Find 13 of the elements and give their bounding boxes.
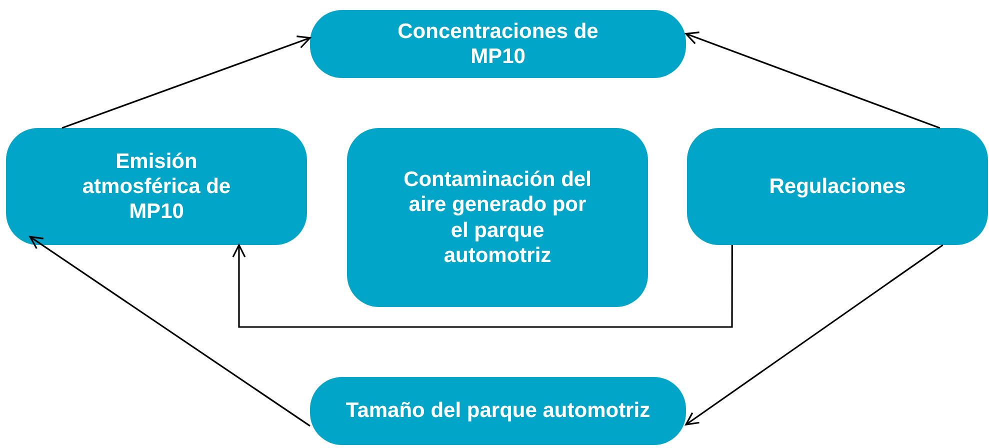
box-label: Regulaciones xyxy=(769,174,906,200)
arrow xyxy=(232,244,733,328)
process-box xyxy=(687,128,988,245)
box-label: Concentraciones de MP10 xyxy=(396,18,600,70)
arrow xyxy=(62,36,311,129)
box-label: Tamaño del parque automotriz xyxy=(346,398,650,424)
arrow xyxy=(685,32,940,129)
box-label: Emisión atmosférica de MP10 xyxy=(81,148,232,224)
process-box xyxy=(6,128,307,245)
box-label: Contaminación del aire generado por el parque automotriz xyxy=(402,167,592,268)
arrow xyxy=(29,236,310,427)
process-box xyxy=(347,128,648,307)
arrow xyxy=(685,244,944,426)
